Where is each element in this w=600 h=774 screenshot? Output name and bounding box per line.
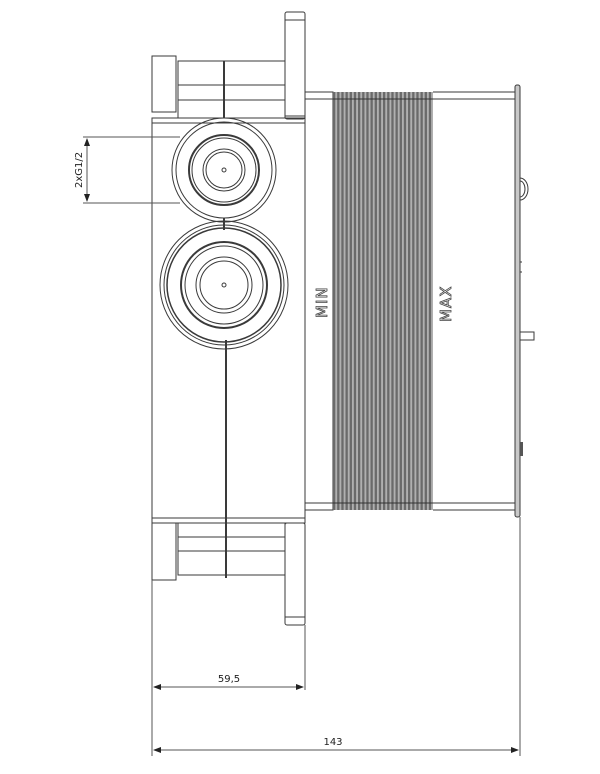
- total-depth-text: 143: [323, 737, 342, 748]
- dimension-thread: 2xG1/2: [74, 136, 180, 204]
- ribbed-extension: [333, 92, 433, 510]
- min-label: MIN: [313, 286, 331, 318]
- bottom-bracket: [151, 522, 306, 626]
- thread-dimension-text: 2xG1/2: [74, 152, 85, 188]
- inner-depth-text: 59,5: [218, 674, 240, 685]
- lower-port: [159, 218, 289, 350]
- top-bracket: [151, 11, 306, 120]
- max-label: MAX: [437, 286, 455, 322]
- upper-port: [171, 117, 277, 223]
- dimension-total-depth: 143: [153, 517, 521, 756]
- dimension-inner-depth: 59,5: [151, 580, 306, 756]
- end-plate: [433, 84, 535, 518]
